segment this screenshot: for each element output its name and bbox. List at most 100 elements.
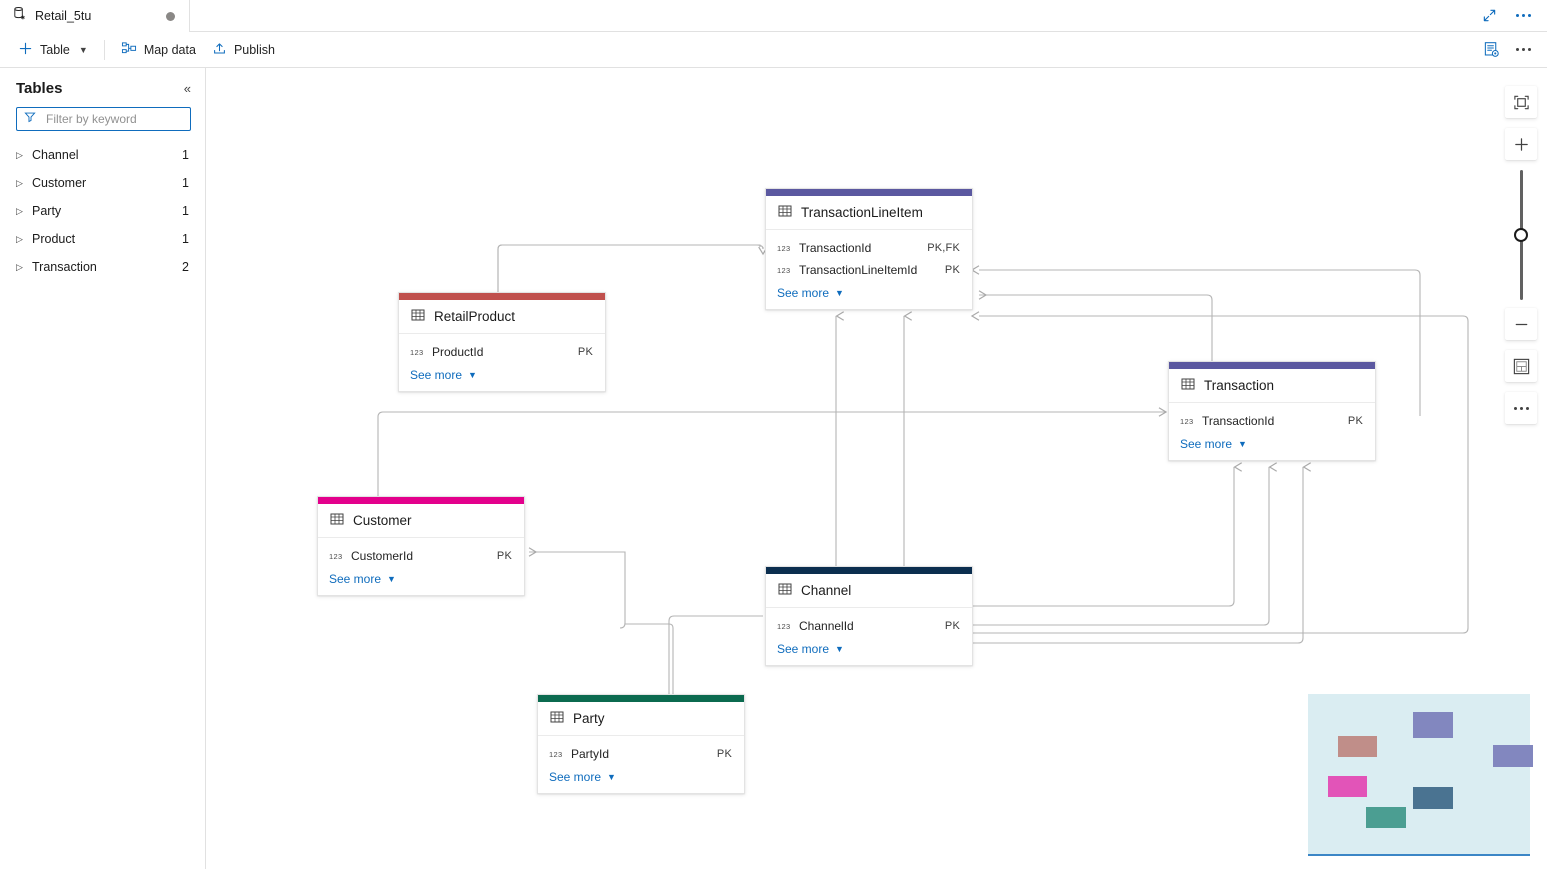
- tab-title: Retail_5tu: [35, 9, 92, 23]
- entity-header: Channel: [766, 574, 972, 608]
- command-bar: Table ▼ Map data Publish: [0, 32, 1547, 68]
- minimap-node: [1493, 745, 1533, 767]
- zoom-in-button[interactable]: [1505, 128, 1537, 160]
- tab-retail-5tu[interactable]: Retail_5tu: [0, 0, 190, 32]
- sidebar-item-count: 2: [182, 260, 189, 274]
- sidebar-item-transaction[interactable]: ▷ Transaction 2: [0, 253, 205, 281]
- sidebar-item-label: Product: [32, 232, 76, 246]
- see-more-button[interactable]: See more ▼: [766, 281, 972, 303]
- expand-diagonal-icon[interactable]: [1475, 3, 1503, 29]
- column-row[interactable]: 123 CustomerId PK: [318, 545, 524, 567]
- minimap-node: [1366, 807, 1406, 828]
- sidebar-item-party[interactable]: ▷ Party 1: [0, 197, 205, 225]
- see-more-button[interactable]: See more ▼: [538, 765, 744, 787]
- entity-name: Customer: [353, 513, 412, 528]
- sidebar-item-count: 1: [182, 204, 189, 218]
- entity-transactionlineitem[interactable]: TransactionLineItem 123 TransactionId PK…: [765, 188, 973, 310]
- entity-transaction[interactable]: Transaction 123 TransactionId PK See mor…: [1168, 361, 1376, 461]
- filter-box[interactable]: [16, 107, 191, 131]
- chevron-right-icon[interactable]: ▷: [16, 261, 23, 272]
- edge-channel-transaction-2: [973, 462, 1278, 626]
- see-more-button[interactable]: See more ▼: [318, 567, 524, 589]
- minimap-node: [1338, 736, 1377, 757]
- filter-icon: [24, 110, 36, 128]
- plus-icon: [18, 41, 33, 59]
- filter-input[interactable]: [44, 111, 183, 127]
- column-row[interactable]: 123 TransactionLineItemId PK: [766, 259, 972, 281]
- sidebar-item-label: Party: [32, 204, 62, 218]
- column-name: PartyId: [571, 747, 610, 761]
- map-data-button[interactable]: Map data: [113, 36, 204, 64]
- canvas-more-menu-icon[interactable]: [1505, 392, 1537, 424]
- chevron-down-icon: ▼: [835, 288, 844, 298]
- canvas-tools: [1505, 86, 1537, 434]
- number-type-icon: 123: [549, 749, 563, 759]
- minimap-node: [1413, 712, 1453, 738]
- sidebar-item-customer[interactable]: ▷ Customer 1: [0, 169, 205, 197]
- zoom-slider[interactable]: [1505, 170, 1537, 300]
- column-row[interactable]: 123 TransactionId PK: [1169, 410, 1375, 432]
- minimap[interactable]: [1308, 694, 1533, 856]
- sidebar-item-label: Channel: [32, 148, 79, 162]
- tabbar-overflow-menu-icon[interactable]: [1509, 3, 1537, 29]
- chevron-right-icon[interactable]: ▷: [16, 177, 23, 188]
- see-more-label: See more: [410, 368, 463, 382]
- database-asterisk-icon: [12, 6, 27, 26]
- see-more-label: See more: [777, 286, 830, 300]
- zoom-slider-thumb[interactable]: [1514, 228, 1528, 242]
- sidebar-item-product[interactable]: ▷ Product 1: [0, 225, 205, 253]
- column-row[interactable]: 123 PartyId PK: [538, 743, 744, 765]
- zoom-out-button[interactable]: [1505, 308, 1537, 340]
- column-row[interactable]: 123 TransactionId PK,FK: [766, 237, 972, 259]
- see-more-button[interactable]: See more ▼: [1169, 432, 1375, 454]
- entity-color-bar: [399, 293, 605, 300]
- see-more-label: See more: [549, 770, 602, 784]
- table-icon: [778, 204, 792, 221]
- chevron-right-icon[interactable]: ▷: [16, 205, 23, 216]
- column-key-badge: PK,FK: [927, 242, 960, 254]
- entity-customer[interactable]: Customer 123 CustomerId PK See more ▼: [317, 496, 525, 596]
- fit-to-screen-icon[interactable]: [1505, 86, 1537, 118]
- entity-channel[interactable]: Channel 123 ChannelId PK See more ▼: [765, 566, 973, 666]
- chevron-down-icon: ▼: [468, 370, 477, 380]
- sidebar-item-channel[interactable]: ▷ Channel 1: [0, 141, 205, 169]
- see-more-label: See more: [1180, 437, 1233, 451]
- entity-color-bar: [766, 567, 972, 574]
- sidebar-item-count: 1: [182, 232, 189, 246]
- edge-customer-transaction: [377, 412, 1166, 496]
- tables-sidebar: Tables « ▷ Channel 1 ▷ Customer 1 ▷ Part…: [0, 68, 206, 869]
- column-row[interactable]: 123 ProductId PK: [399, 341, 605, 363]
- chevron-right-icon[interactable]: ▷: [16, 233, 23, 244]
- command-bar-overflow-menu-icon[interactable]: [1509, 37, 1537, 63]
- document-settings-icon[interactable]: [1477, 37, 1505, 63]
- minimap-node: [1328, 776, 1367, 797]
- number-type-icon: 123: [329, 551, 343, 561]
- table-icon: [411, 308, 425, 325]
- add-table-button[interactable]: Table ▼: [10, 36, 96, 64]
- number-type-icon: 123: [777, 621, 791, 631]
- erd-canvas[interactable]: TransactionLineItem 123 TransactionId PK…: [207, 68, 1547, 869]
- collapse-sidebar-icon[interactable]: «: [183, 81, 191, 96]
- entity-retailproduct[interactable]: RetailProduct 123 ProductId PK See more …: [398, 292, 606, 392]
- entity-name: Channel: [801, 583, 852, 598]
- publish-button[interactable]: Publish: [204, 36, 283, 64]
- command-bar-right: [1477, 37, 1537, 63]
- entity-party[interactable]: Party 123 PartyId PK See more ▼: [537, 694, 745, 794]
- see-more-button[interactable]: See more ▼: [399, 363, 605, 385]
- entity-color-bar: [1169, 362, 1375, 369]
- edge-transaction-tli-row1: [978, 290, 1213, 361]
- entity-header: Customer: [318, 504, 524, 538]
- column-name: CustomerId: [351, 549, 414, 563]
- entity-columns: 123 ProductId PK See more ▼: [399, 334, 605, 391]
- entity-columns: 123 CustomerId PK See more ▼: [318, 538, 524, 595]
- map-data-icon: [121, 41, 137, 59]
- number-type-icon: 123: [410, 347, 424, 357]
- edge-channel-transaction-1: [973, 462, 1243, 607]
- column-row[interactable]: 123 ChannelId PK: [766, 615, 972, 637]
- chevron-right-icon[interactable]: ▷: [16, 149, 23, 160]
- auto-layout-icon[interactable]: [1505, 350, 1537, 382]
- tab-bar: Retail_5tu: [0, 0, 1547, 32]
- number-type-icon: 123: [1180, 416, 1194, 426]
- see-more-button[interactable]: See more ▼: [766, 637, 972, 659]
- filter-wrapper: [0, 105, 205, 131]
